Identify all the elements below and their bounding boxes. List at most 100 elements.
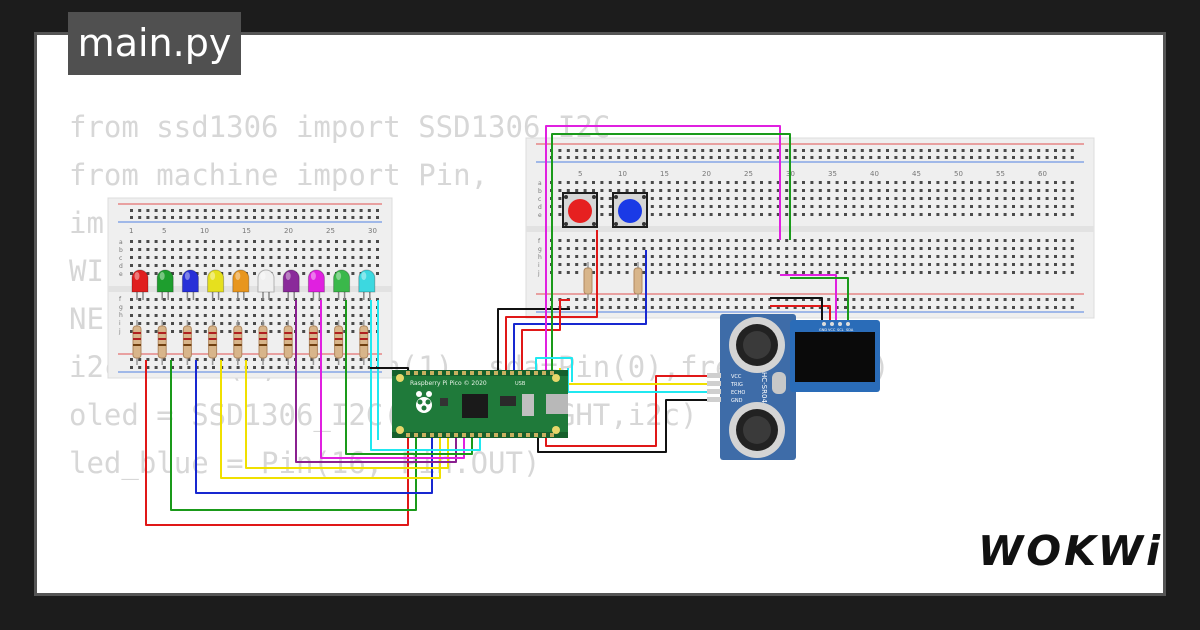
- wire-magenta[interactable]: [780, 274, 837, 324]
- led[interactable]: [358, 269, 376, 300]
- file-tab[interactable]: main.py: [68, 12, 241, 75]
- column-number: 20: [284, 227, 293, 235]
- breadboard-hole: [785, 205, 789, 208]
- led[interactable]: [333, 269, 351, 300]
- breadboard-hole: [583, 239, 587, 242]
- breadboard-hole: [760, 298, 763, 301]
- wire-red[interactable]: [545, 375, 714, 447]
- wire-cyan[interactable]: [370, 300, 481, 451]
- wire-green[interactable]: [551, 133, 791, 380]
- breadboard-hole: [751, 298, 755, 301]
- breadboard-hole: [1028, 205, 1032, 208]
- breadboard-hole: [709, 181, 713, 184]
- breadboard-hole: [335, 306, 338, 309]
- breadboard-hole: [608, 306, 612, 309]
- wire-black[interactable]: [537, 399, 714, 453]
- breadboard-hole: [986, 247, 990, 250]
- button-cap[interactable]: [618, 199, 642, 223]
- breadboard-hole: [244, 358, 248, 361]
- wire-red[interactable]: [145, 360, 409, 526]
- breadboard-hole: [302, 366, 306, 369]
- wire-magenta[interactable]: [320, 300, 465, 459]
- breadboard-hole: [734, 298, 738, 301]
- breadboard-hole: [326, 322, 330, 325]
- breadboard-hole: [1028, 255, 1032, 258]
- wire-yellow[interactable]: [245, 360, 449, 469]
- breadboard-hole: [785, 263, 789, 266]
- led[interactable]: [156, 269, 174, 300]
- breadboard-hole: [852, 156, 856, 159]
- breadboard-hole: [187, 298, 191, 301]
- button-cap[interactable]: [568, 199, 592, 223]
- wire-black[interactable]: [770, 297, 823, 324]
- breadboard-hole: [751, 156, 755, 159]
- led[interactable]: [282, 269, 300, 300]
- breadboard-hole: [844, 149, 847, 152]
- wire-cyan[interactable]: [567, 368, 714, 393]
- breadboard-hole: [179, 322, 183, 325]
- wire-red[interactable]: [521, 299, 570, 380]
- breadboard-hole: [776, 271, 780, 274]
- row-letter: i: [538, 262, 540, 269]
- breadboard-hole: [953, 156, 957, 159]
- led[interactable]: [131, 269, 149, 300]
- breadboard-hole: [376, 240, 379, 243]
- breadboard-hole: [810, 181, 814, 184]
- breadboard-hole: [894, 247, 898, 250]
- breadboard-hole: [1028, 306, 1032, 309]
- led[interactable]: [207, 269, 225, 300]
- pico-pin: [478, 433, 482, 437]
- led[interactable]: [181, 269, 199, 300]
- button-resistors: [583, 262, 643, 300]
- breadboard-hole: [743, 213, 747, 216]
- ultrasonic-sensor[interactable]: HC-SR04 VCC TRIG ECHO GND: [707, 314, 796, 460]
- breadboard-hole: [277, 366, 281, 369]
- breadboard-hole: [684, 247, 688, 250]
- breadboard-hole: [1028, 197, 1032, 200]
- push-button-blue[interactable]: [612, 192, 648, 228]
- breadboard-hole: [902, 271, 906, 274]
- wire-blue[interactable]: [513, 250, 647, 380]
- oled-display[interactable]: GND VCC SCL SDA: [790, 320, 880, 392]
- breadboard-hole: [277, 240, 281, 243]
- pico-pin: [534, 433, 538, 437]
- breadboard-hole: [583, 181, 587, 184]
- led[interactable]: [257, 269, 275, 300]
- breadboard-hole: [844, 181, 847, 184]
- breadboard-hole: [269, 240, 273, 243]
- column-number: 60: [1038, 170, 1047, 178]
- wire-green[interactable]: [170, 360, 417, 511]
- wire-cyan[interactable]: [535, 357, 573, 382]
- bootsel-button[interactable]: [522, 394, 534, 416]
- wire-green[interactable]: [345, 300, 473, 455]
- breadboard-hole: [709, 189, 713, 192]
- breadboard-hole: [625, 189, 629, 192]
- breadboard-hole: [835, 197, 839, 200]
- breadboard-hole: [877, 255, 881, 258]
- breadboard-hole: [936, 298, 940, 301]
- breadboard-hole: [244, 264, 248, 267]
- wire-red[interactable]: [770, 305, 831, 324]
- breadboard-hole: [1070, 181, 1074, 184]
- breadboard-hole: [1003, 181, 1007, 184]
- pico-pin: [414, 371, 418, 375]
- wire-green[interactable]: [790, 277, 849, 324]
- breadboard-hole: [277, 298, 281, 301]
- raspberry-pi-pico[interactable]: Raspberry Pi Pico © 2020 USB: [392, 370, 568, 438]
- push-button-red[interactable]: [562, 192, 598, 228]
- breadboard-hole: [617, 149, 621, 152]
- breadboard-hole: [751, 149, 755, 152]
- wire-blue[interactable]: [195, 360, 433, 494]
- breadboard-hole: [844, 239, 847, 242]
- wire-magenta[interactable]: [545, 125, 781, 380]
- breadboard-hole: [343, 216, 347, 219]
- breadboard-hole: [970, 197, 973, 200]
- pico-pin: [486, 371, 490, 375]
- breadboard-hole: [751, 189, 755, 192]
- pico-pin: [422, 433, 426, 437]
- breadboard-hole: [877, 263, 881, 266]
- breadboard-hole: [928, 197, 931, 200]
- breadboard-hole: [802, 189, 805, 192]
- led[interactable]: [307, 269, 325, 300]
- led[interactable]: [232, 269, 250, 300]
